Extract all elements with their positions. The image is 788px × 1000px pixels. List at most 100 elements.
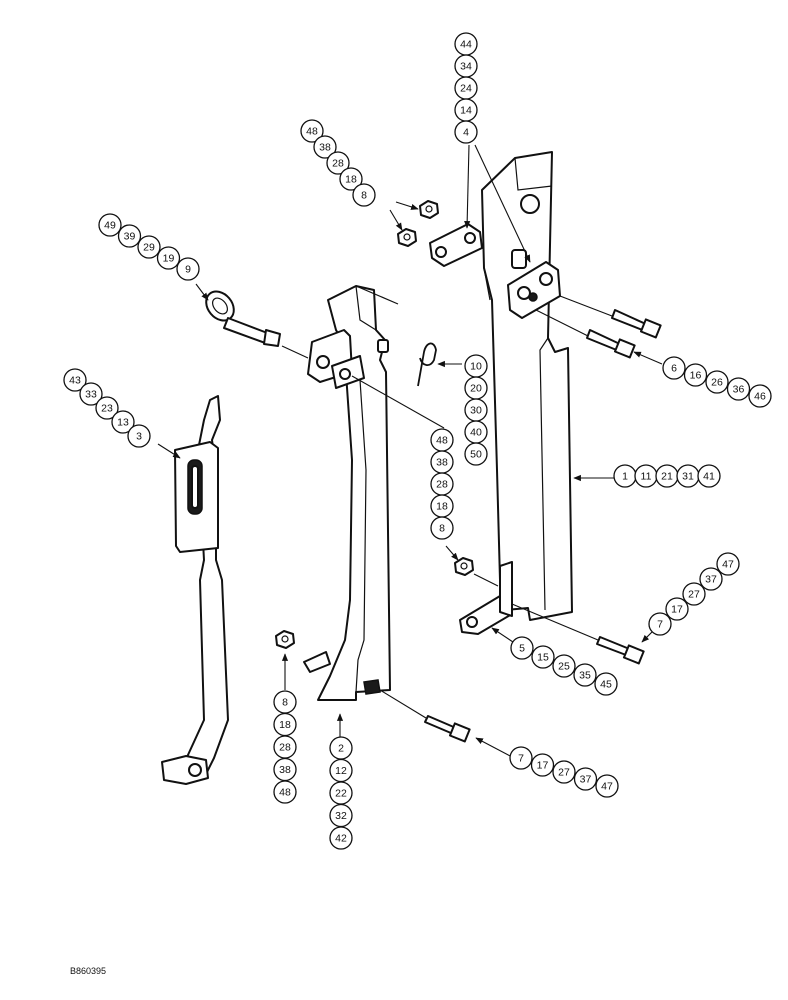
nut-part xyxy=(419,200,439,219)
figure-code: B860395 xyxy=(70,966,106,976)
callout-bubble xyxy=(176,257,200,281)
callout-number: 35 xyxy=(579,670,591,682)
leader-lines xyxy=(157,144,663,759)
callout-bubble xyxy=(95,396,119,420)
bolt-part xyxy=(611,309,662,339)
callout-bubble xyxy=(127,424,151,448)
callout-number: 23 xyxy=(101,403,113,415)
callout-bubble xyxy=(509,746,533,770)
callout-number: 38 xyxy=(279,764,291,776)
link-plate-part xyxy=(429,223,483,267)
bolt-part xyxy=(596,636,645,665)
plate-tab-part xyxy=(303,651,331,673)
callout-c9: 49 39 29 19 9 xyxy=(98,213,200,281)
callout-number: 46 xyxy=(754,391,766,403)
callout-number: 27 xyxy=(688,589,700,601)
callout-number: 29 xyxy=(143,242,155,254)
callout-number: 33 xyxy=(85,389,97,401)
callout-number: 44 xyxy=(460,39,472,51)
callout-bubble xyxy=(339,167,363,191)
callout-bubbles: 4434241444838281884939291994333231331020… xyxy=(63,32,772,850)
callout-number: 16 xyxy=(690,370,702,382)
callout-number: 7 xyxy=(518,753,524,765)
hair-pin-clip-part xyxy=(417,342,437,387)
callout-bubble xyxy=(464,442,488,466)
callout-c7b: 7 17 27 37 47 xyxy=(509,746,619,798)
callout-bubble xyxy=(117,224,142,248)
callout-number: 24 xyxy=(460,83,472,95)
callout-number: 30 xyxy=(470,405,482,417)
bolt-part xyxy=(586,329,636,359)
callout-number: 36 xyxy=(733,384,745,396)
callout-number: 22 xyxy=(335,788,347,800)
callout-number: 5 xyxy=(519,643,525,655)
callout-number: 26 xyxy=(711,377,723,389)
callout-number: 18 xyxy=(279,719,291,731)
callout-number: 4 xyxy=(463,127,469,139)
callout-number: 17 xyxy=(537,760,549,772)
callout-number: 40 xyxy=(470,427,482,439)
callout-number: 39 xyxy=(124,231,136,243)
callout-number: 10 xyxy=(470,361,482,373)
callout-bubble xyxy=(531,645,555,669)
callout-bubble xyxy=(98,213,122,237)
callout-number: 43 xyxy=(69,375,81,387)
callout-number: 34 xyxy=(460,61,472,73)
callout-number: 9 xyxy=(185,264,191,276)
callout-number: 2 xyxy=(338,743,344,755)
callout-bubble xyxy=(552,654,576,678)
callout-number: 45 xyxy=(600,679,612,691)
callout-number: 1 xyxy=(622,471,628,483)
lever-bracket-part xyxy=(307,285,399,701)
callout-number: 19 xyxy=(163,253,175,265)
callout-bubble xyxy=(510,636,534,660)
callout-number: 28 xyxy=(436,479,448,491)
callout-number: 49 xyxy=(104,220,116,232)
callout-number: 11 xyxy=(641,471,652,483)
callout-number: 38 xyxy=(436,457,448,469)
callout-number: 32 xyxy=(335,810,347,822)
callout-bubble xyxy=(352,183,376,207)
callout-number: 31 xyxy=(682,471,694,483)
callout-bubble xyxy=(156,246,181,270)
callout-number: 50 xyxy=(470,449,482,461)
callout-number: 37 xyxy=(580,774,592,786)
callout-bubble xyxy=(326,151,350,175)
callout-number: 38 xyxy=(319,142,331,154)
callout-number: 41 xyxy=(703,471,715,483)
callout-bubble xyxy=(430,516,454,540)
callout-number: 15 xyxy=(537,652,549,664)
callout-bubble xyxy=(63,368,87,392)
callout-bubble xyxy=(454,120,478,144)
callout-number: 6 xyxy=(671,363,677,375)
long-lever-part xyxy=(161,395,229,785)
callout-bubble xyxy=(329,826,353,850)
callout-bubble xyxy=(682,582,706,606)
callout-bubble xyxy=(648,612,672,636)
callout-number: 42 xyxy=(335,833,347,845)
callout-number: 47 xyxy=(601,781,613,793)
lower-bracket-part xyxy=(459,561,513,635)
callout-number: 13 xyxy=(117,417,129,429)
callout-bubble xyxy=(111,410,135,434)
callout-number: 28 xyxy=(279,742,291,754)
callout-bubble xyxy=(716,552,740,576)
callout-number: 21 xyxy=(661,471,673,483)
callout-bubble xyxy=(683,363,708,387)
callout-bubble xyxy=(697,464,721,488)
nut-part xyxy=(454,557,474,576)
callout-number: 27 xyxy=(558,767,570,779)
callout-number: 8 xyxy=(361,190,367,202)
callout-bubble xyxy=(530,753,555,777)
callout-bubble xyxy=(552,760,576,784)
callout-bubble xyxy=(273,780,297,804)
bolt-part xyxy=(424,715,471,743)
callout-bubble xyxy=(573,663,597,687)
